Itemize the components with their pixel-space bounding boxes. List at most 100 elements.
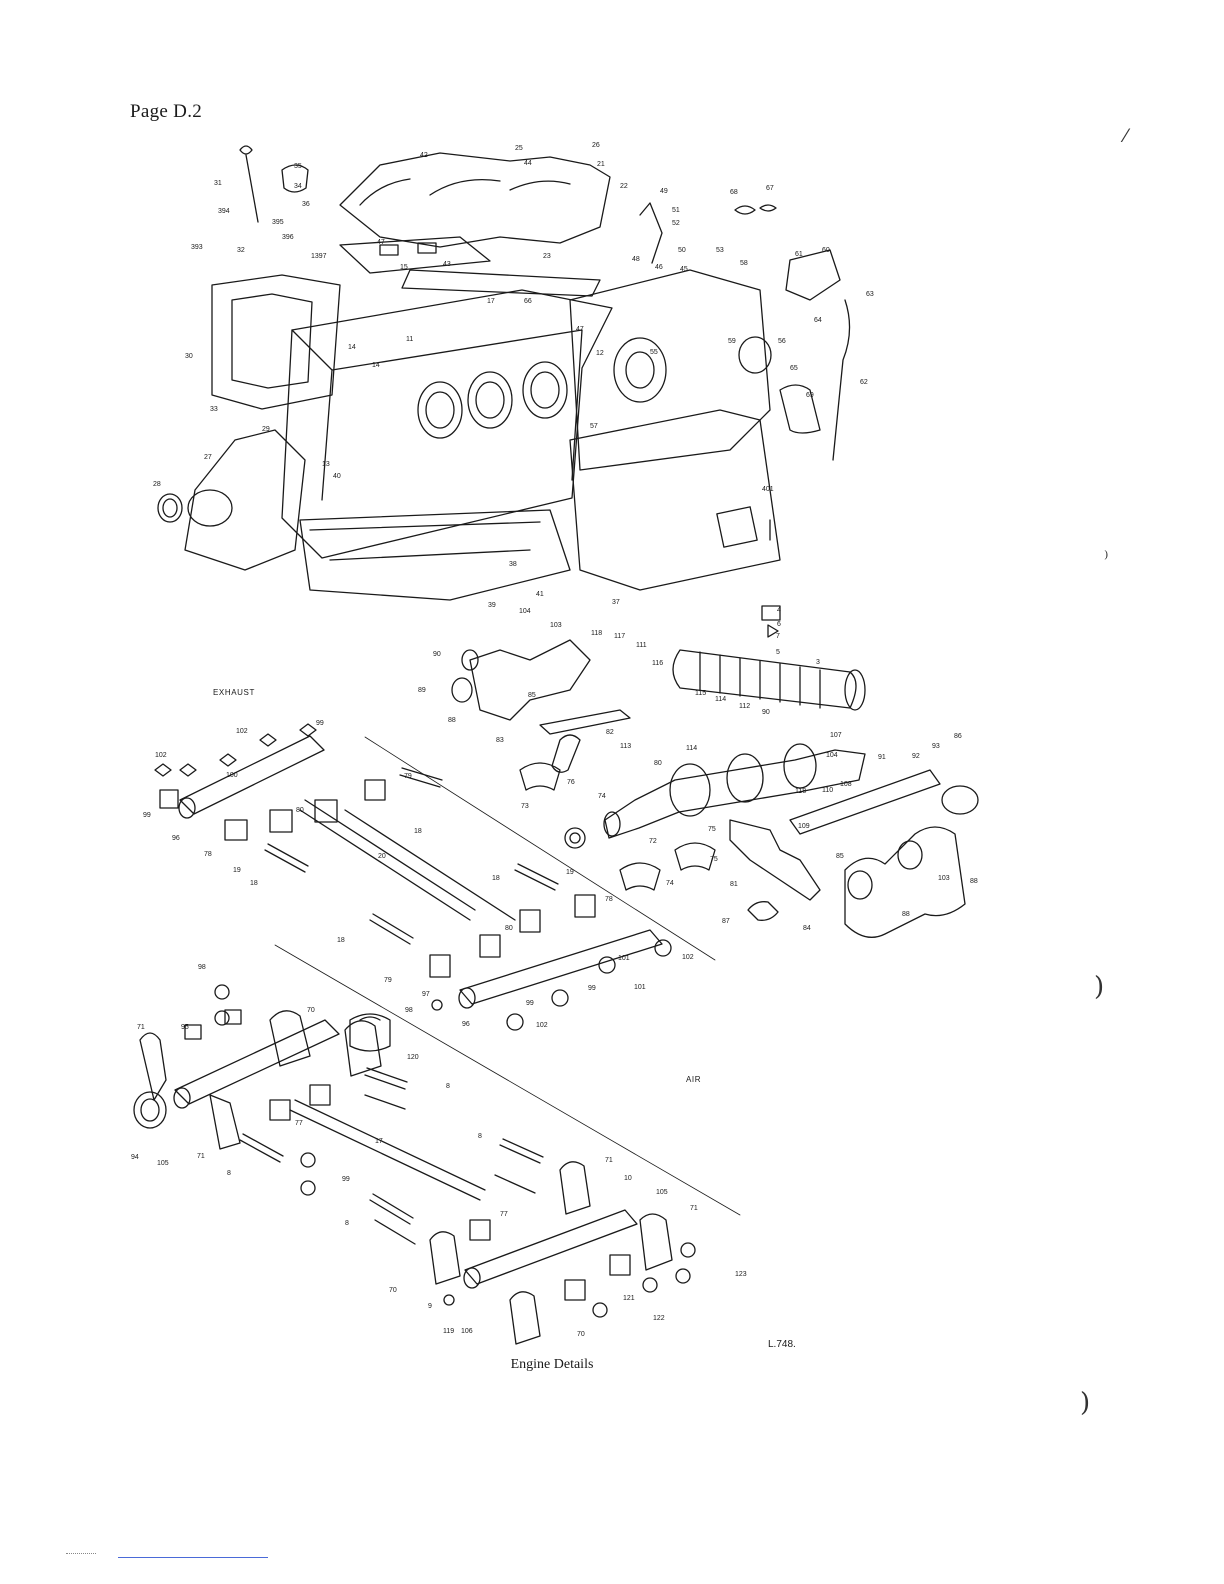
callout-number: 85 xyxy=(528,692,536,699)
callout-number: 44 xyxy=(524,160,532,167)
callout-number: 10 xyxy=(624,1175,632,1182)
rocker-shaft-upper xyxy=(179,735,325,815)
callout-number: 71 xyxy=(605,1157,613,1164)
callout-number: 47 xyxy=(377,239,385,246)
callout-number: 56 xyxy=(778,338,786,345)
callout-number: 98 xyxy=(198,964,206,971)
callout-number: 3 xyxy=(816,659,820,666)
callout-number: 96 xyxy=(462,1021,470,1028)
exhaust-manifold xyxy=(339,152,611,248)
callout-number: 42 xyxy=(420,152,428,159)
push-rod-air xyxy=(289,1099,486,1201)
callout-number: 102 xyxy=(155,752,167,759)
callout-number: 7 xyxy=(776,633,780,640)
callout-number: 67 xyxy=(766,185,774,192)
callout-number: 92 xyxy=(912,753,920,760)
callout-number: 35 xyxy=(294,163,302,170)
callout-number: 114 xyxy=(715,696,726,703)
callout-number: 84 xyxy=(803,925,811,932)
callout-number: 17 xyxy=(487,298,495,305)
callout-number: 71 xyxy=(137,1024,145,1031)
callout-number: 74 xyxy=(598,793,606,800)
air-stud-2 xyxy=(239,1133,284,1163)
bearing-shell xyxy=(519,762,716,891)
page-title: Page D.2 xyxy=(130,101,203,122)
callout-number: 109 xyxy=(798,823,810,830)
callout-number: 64 xyxy=(814,317,822,324)
callout-number: 88 xyxy=(902,911,910,918)
breather-pipe xyxy=(832,299,851,461)
callout-number: 103 xyxy=(938,875,950,882)
callout-number: 88 xyxy=(970,878,978,885)
callout-number: 82 xyxy=(606,729,614,736)
air-elbow xyxy=(785,249,841,301)
callout-number: 38 xyxy=(509,561,517,568)
callout-number: 99 xyxy=(316,720,324,727)
callout-number: 18 xyxy=(250,880,258,887)
callout-number: 72 xyxy=(649,838,657,845)
callout-number: 22 xyxy=(620,183,628,190)
callout-number: 40 xyxy=(333,473,341,480)
callout-number: 119 xyxy=(443,1328,454,1335)
callout-number: 8 xyxy=(478,1133,482,1140)
callout-number: 93 xyxy=(932,743,940,750)
callout-number: 122 xyxy=(653,1315,665,1322)
callout-number: 61 xyxy=(795,251,803,258)
callout-number: 96 xyxy=(172,835,180,842)
callout-number: 68 xyxy=(730,189,738,196)
callout-number: 14 xyxy=(348,344,356,351)
oil-sump xyxy=(299,509,571,601)
callout-number: 78 xyxy=(605,896,613,903)
rocker-shaft-right xyxy=(789,769,941,835)
stud-4 xyxy=(369,913,414,945)
callout-number: 41 xyxy=(536,591,544,598)
callout-number: 66 xyxy=(524,298,532,305)
callout-number: 9 xyxy=(428,1303,432,1310)
callout-number: 85 xyxy=(836,853,844,860)
callout-number: 14 xyxy=(372,362,380,369)
callout-number: 86 xyxy=(954,733,962,740)
callout-number: 80 xyxy=(505,925,513,932)
callout-number: 11 xyxy=(406,336,413,343)
stud-2 xyxy=(264,843,309,873)
margin-mark: ⁄ xyxy=(1124,126,1128,147)
callout-number: 395 xyxy=(272,219,284,226)
callout-number: 17 xyxy=(375,1138,383,1145)
callout-number: 37 xyxy=(612,599,620,606)
callout-number: 99 xyxy=(526,1000,534,1007)
rocker-shaft-lower xyxy=(459,929,663,1005)
callout-number: 8 xyxy=(227,1170,231,1177)
callout-number: 33 xyxy=(210,406,218,413)
air-stud-3 xyxy=(494,1138,544,1194)
sump-gasket-top xyxy=(401,269,601,297)
callout-number: 114 xyxy=(686,745,697,752)
callout-number: 15 xyxy=(400,264,408,271)
callout-number: 31 xyxy=(214,180,222,187)
callout-number: 30 xyxy=(185,353,193,360)
callout-number: 100 xyxy=(226,772,238,779)
callout-number: 8 xyxy=(446,1083,450,1090)
callout-number: 23 xyxy=(543,253,551,260)
callout-number: 6 xyxy=(777,621,781,628)
callout-number: 73 xyxy=(521,803,529,810)
cylinder-block xyxy=(281,289,613,559)
rocker-arm-right xyxy=(729,819,821,901)
callout-number: 75 xyxy=(710,856,718,863)
callout-number: 80 xyxy=(296,807,304,814)
flywheel-housing xyxy=(184,429,306,571)
callout-number: 79 xyxy=(384,977,392,984)
callout-number: 20 xyxy=(378,853,386,860)
callout-number: 87 xyxy=(722,918,730,925)
callout-number: 53 xyxy=(716,247,724,254)
callout-number: 63 xyxy=(866,291,874,298)
margin-mark: ⁾ xyxy=(1104,548,1109,569)
callout-number: 62 xyxy=(860,379,868,386)
callout-number: 36 xyxy=(302,201,310,208)
callout-number: 81 xyxy=(730,881,738,888)
callout-number: 116 xyxy=(652,660,663,667)
margin-mark: ) xyxy=(1094,972,1105,1002)
callout-number: 59 xyxy=(728,338,736,345)
callout-number: 70 xyxy=(307,1007,315,1014)
callout-number: 69 xyxy=(806,392,814,399)
stud-3 xyxy=(514,863,559,891)
